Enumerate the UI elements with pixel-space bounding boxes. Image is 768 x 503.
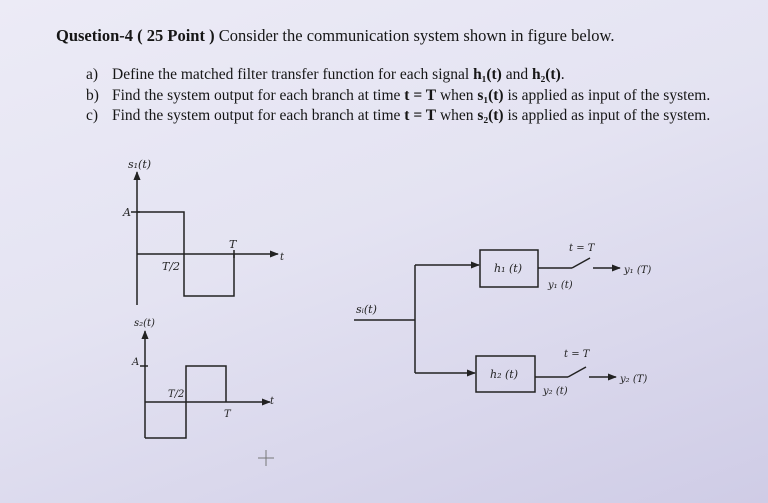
crosshair-icon xyxy=(258,450,274,466)
plot-s1-end-label: T xyxy=(229,238,238,251)
plot-s2-end-label: T xyxy=(224,409,232,420)
question-text: Consider the communication system shown … xyxy=(218,26,615,45)
item-math: h₂(t) xyxy=(532,66,561,83)
item-math: s₁(t) xyxy=(477,87,504,104)
item-text: Find the system output for each branch a… xyxy=(112,87,405,104)
plot-s2-ylabel: s₂(t) xyxy=(134,318,155,329)
item-text: Find the system output for each branch a… xyxy=(112,107,405,124)
input-label: sᵢ(t) xyxy=(356,303,377,316)
item-c: c) Find the system output for each branch… xyxy=(86,107,710,125)
item-text: is applied as input of the system. xyxy=(503,87,711,104)
sampler2-switch xyxy=(567,366,587,378)
sample1-label: t = T xyxy=(569,243,596,254)
plot-s2-x-label: t xyxy=(270,396,275,407)
filter2-box xyxy=(475,355,536,393)
y1-label: y₁ (t) xyxy=(547,280,573,291)
plot-s2-amp-label: A xyxy=(131,357,139,368)
question-number: Qusetion-4 xyxy=(56,26,134,45)
plot-s1 xyxy=(131,171,279,305)
sampler1-switch xyxy=(571,257,591,269)
item-b: b) Find the system output for each branch… xyxy=(86,87,710,105)
item-math: t = T xyxy=(404,107,437,124)
item-text: and xyxy=(501,66,532,83)
plot-s1-half-label: T/2 xyxy=(162,260,180,273)
item-math: t = T xyxy=(404,87,437,104)
sample2-label: t = T xyxy=(564,349,591,360)
filter1-label: h₁ (t) xyxy=(494,262,522,275)
out1-label: y₁ (T) xyxy=(623,265,651,276)
item-label: a) xyxy=(86,66,99,83)
question-points: ( 25 Point ) xyxy=(137,26,215,45)
block-diagram xyxy=(354,249,621,393)
item-text: when xyxy=(436,107,478,124)
item-text: when xyxy=(436,87,478,104)
out2-label: y₂ (T) xyxy=(619,374,647,385)
plot-s2-waveform xyxy=(145,365,227,439)
plot-s1-amp-label: A xyxy=(122,206,131,219)
item-text: . xyxy=(560,66,565,83)
item-math: h₁(t) xyxy=(473,66,502,83)
plot-s2-half-label: T/2 xyxy=(168,389,184,400)
item-text: is applied as input of the system. xyxy=(503,107,711,124)
plot-s1-waveform xyxy=(137,211,235,297)
y2-label: y₂ (t) xyxy=(542,386,568,397)
item-text: Define the matched filter transfer funct… xyxy=(112,66,474,83)
item-math: s₂(t) xyxy=(477,107,504,124)
plot-s2 xyxy=(140,330,271,439)
item-label: b) xyxy=(86,87,99,104)
plot-s1-x-label: t xyxy=(280,252,285,263)
filter2-label: h₂ (t) xyxy=(490,368,518,381)
plot-s1-ylabel: s₁(t) xyxy=(128,158,151,171)
item-a: a) Define the matched filter transfer fun… xyxy=(86,66,565,84)
question-title: Qusetion-4 ( 25 Point ) Consider the com… xyxy=(56,26,615,46)
item-label: c) xyxy=(86,107,99,124)
